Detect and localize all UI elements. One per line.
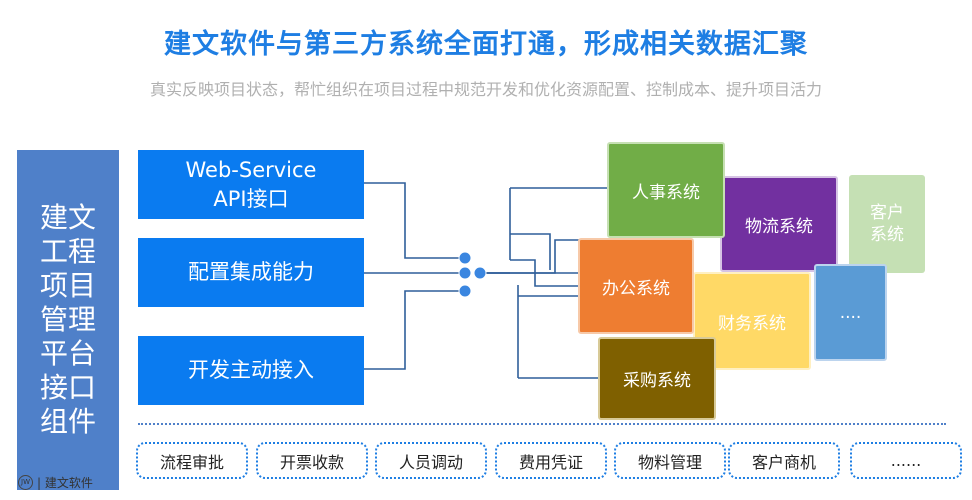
footer-logo: JW | 建文软件 <box>18 474 93 491</box>
system-logistics: 物流系统 <box>720 176 838 272</box>
page-subtitle: 真实反映项目状态，帮忙组织在项目过程中规范开发和优化资源配置、控制成本、提升项目… <box>149 80 822 99</box>
hub-node-left <box>458 266 472 280</box>
feature-config-integration: 配置集成能力 <box>138 238 364 307</box>
module-customer-opportunity: 客户商机 <box>728 442 840 479</box>
module-staff-transfer: 人员调动 <box>375 442 487 479</box>
hub-node-bottom <box>458 284 472 298</box>
system-customer-line2: 系统 <box>870 225 904 245</box>
system-hr: 人事系统 <box>607 142 725 238</box>
system-more: .... <box>814 264 887 361</box>
module-material-management: 物料管理 <box>614 442 726 479</box>
feature-webservice-line1: Web-Service <box>185 157 317 182</box>
module-process-approval: 流程审批 <box>136 442 248 479</box>
module-expense-voucher: 费用凭证 <box>495 442 607 479</box>
company-logo-icon: JW <box>18 475 33 490</box>
platform-block: 建文工程项目管理平台接口组件 <box>17 150 119 490</box>
connector-to-logistics <box>481 239 600 274</box>
feature-webservice-line2: API接口 <box>213 186 289 211</box>
dotted-divider <box>138 423 946 425</box>
hub-node-top <box>458 251 472 265</box>
hub-node-right <box>473 266 487 280</box>
connector-to-inner <box>510 233 551 270</box>
feature-webservice-api: Web-Service API接口 <box>138 150 364 219</box>
platform-label: 建文工程项目管理平台接口组件 <box>39 201 96 438</box>
system-customer: 客户 系统 <box>849 175 925 273</box>
connector-webservice <box>364 182 463 259</box>
footer-logo-text: | 建文软件 <box>37 476 93 490</box>
system-office: 办公系统 <box>578 238 694 334</box>
connector-active-access <box>364 290 463 370</box>
module-more: ...... <box>850 442 962 479</box>
system-purchase: 采购系统 <box>598 337 716 420</box>
module-invoice-collection: 开票收款 <box>256 442 368 479</box>
feature-active-access: 开发主动接入 <box>138 336 364 405</box>
system-customer-line1: 客户 <box>870 203 904 223</box>
page-title: 建文软件与第三方系统全面打通，形成相关数据汇聚 <box>164 29 808 60</box>
